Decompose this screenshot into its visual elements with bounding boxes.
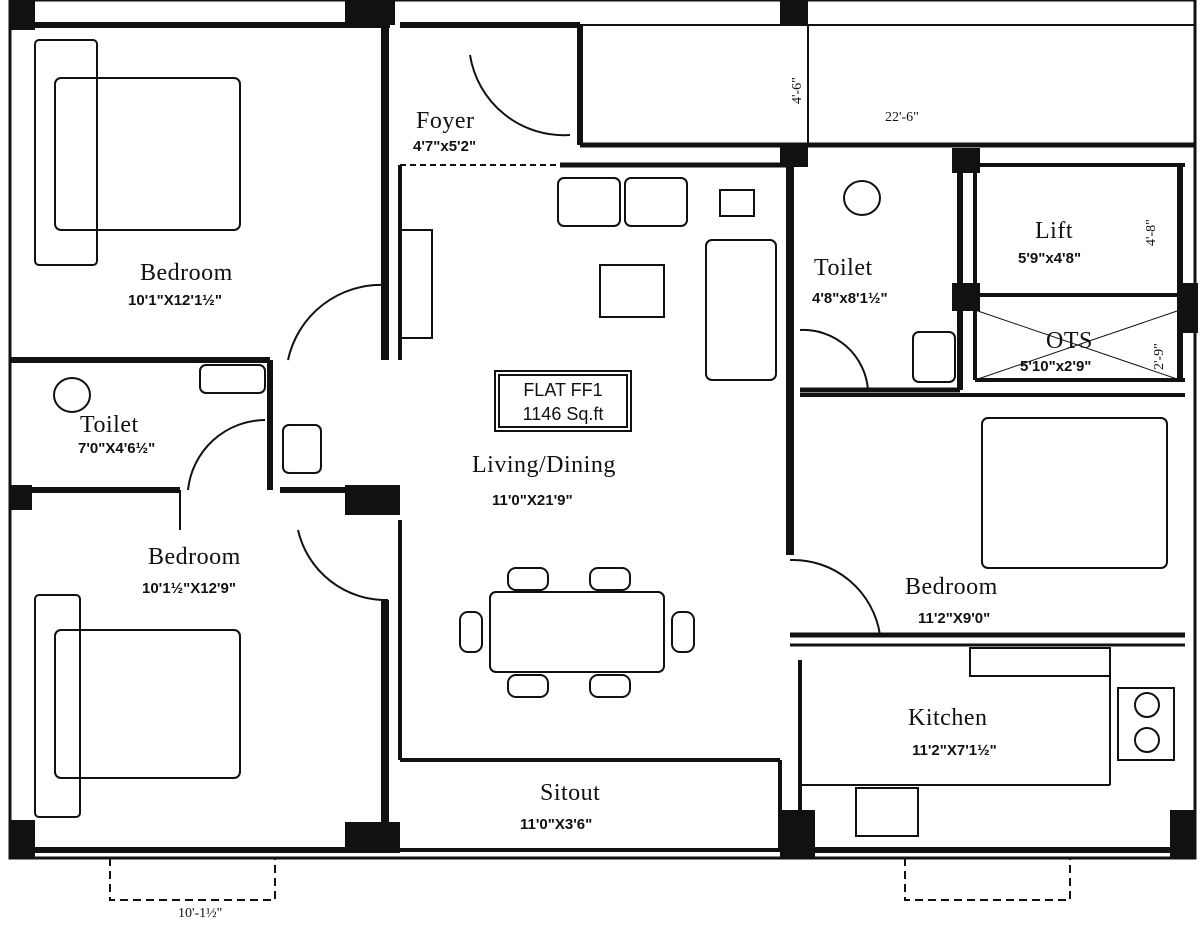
toilet2-dims: 4'8"x8'1½" [812, 290, 888, 307]
flat-area: 1146 Sq.ft [522, 404, 604, 424]
kitchen-dims: 11'2"X7'1½" [912, 742, 997, 759]
lift-side-dim: 4'-8" [1144, 219, 1159, 246]
lift-dims: 5'9"x4'8" [1018, 250, 1082, 267]
flat-label-box: FLAT FF1 1146 Sq.ft [494, 370, 632, 432]
outer-wall [8, 0, 1197, 860]
bottom-left-dim: 10'-1½" [178, 906, 223, 921]
living-dims: 11'0"X21'9" [492, 492, 573, 509]
lift-name: Lift [1035, 218, 1073, 244]
ots-name: OTS [1046, 328, 1093, 354]
bedroom3-dims: 11'2"X9'0" [918, 610, 991, 627]
toilet1-name: Toilet [80, 412, 139, 438]
columns [10, 0, 1198, 858]
toilet1-dims: 7'0"X4'6½" [78, 440, 156, 457]
sitout-dims: 11'0"X3'6" [520, 816, 593, 833]
bedroom1-dims: 10'1"X12'1½" [128, 292, 222, 309]
flat-name: FLAT FF1 [523, 380, 603, 400]
foyer-dims: 4'7"x5'2" [413, 138, 477, 155]
kitchen-name: Kitchen [908, 705, 988, 731]
bedroom3-name: Bedroom [905, 574, 998, 600]
foyer-name: Foyer [416, 108, 475, 134]
sitout-name: Sitout [540, 780, 601, 806]
bedroom1-name: Bedroom [140, 260, 233, 286]
corridor-length-dim: 22'-6" [885, 110, 919, 125]
bedroom2-name: Bedroom [148, 544, 241, 570]
bedroom2-dims: 10'1½"X12'9" [142, 580, 236, 597]
living-name: Living/Dining [472, 452, 616, 478]
ots-dims: 5'10"x2'9" [1020, 358, 1092, 375]
toilet2-name: Toilet [814, 255, 873, 281]
corridor-width-dim: 4'-6" [790, 77, 805, 104]
ots-side-dim: 2'-9" [1152, 343, 1167, 370]
